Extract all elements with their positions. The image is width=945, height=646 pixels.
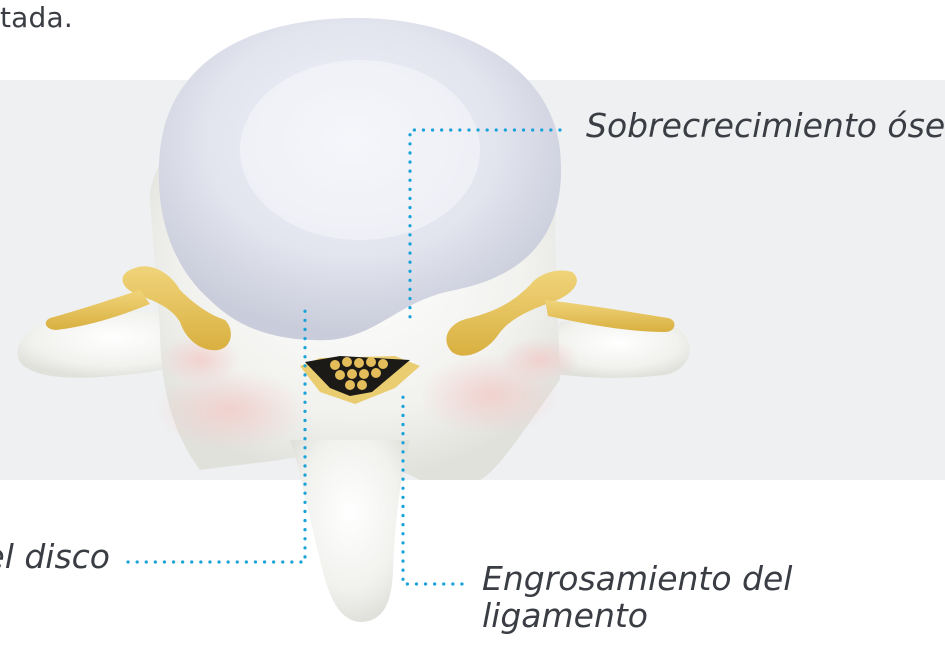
label-ligament-line-2: ligamento xyxy=(482,597,792,634)
label-bone-overgrowth: Sobrecrecimiento óseo xyxy=(586,107,945,144)
label-ligament-line-1: Engrosamiento del xyxy=(482,560,792,597)
label-ligament-thickening: Engrosamiento del ligamento xyxy=(482,560,792,634)
label-disc: el disco xyxy=(0,538,110,575)
